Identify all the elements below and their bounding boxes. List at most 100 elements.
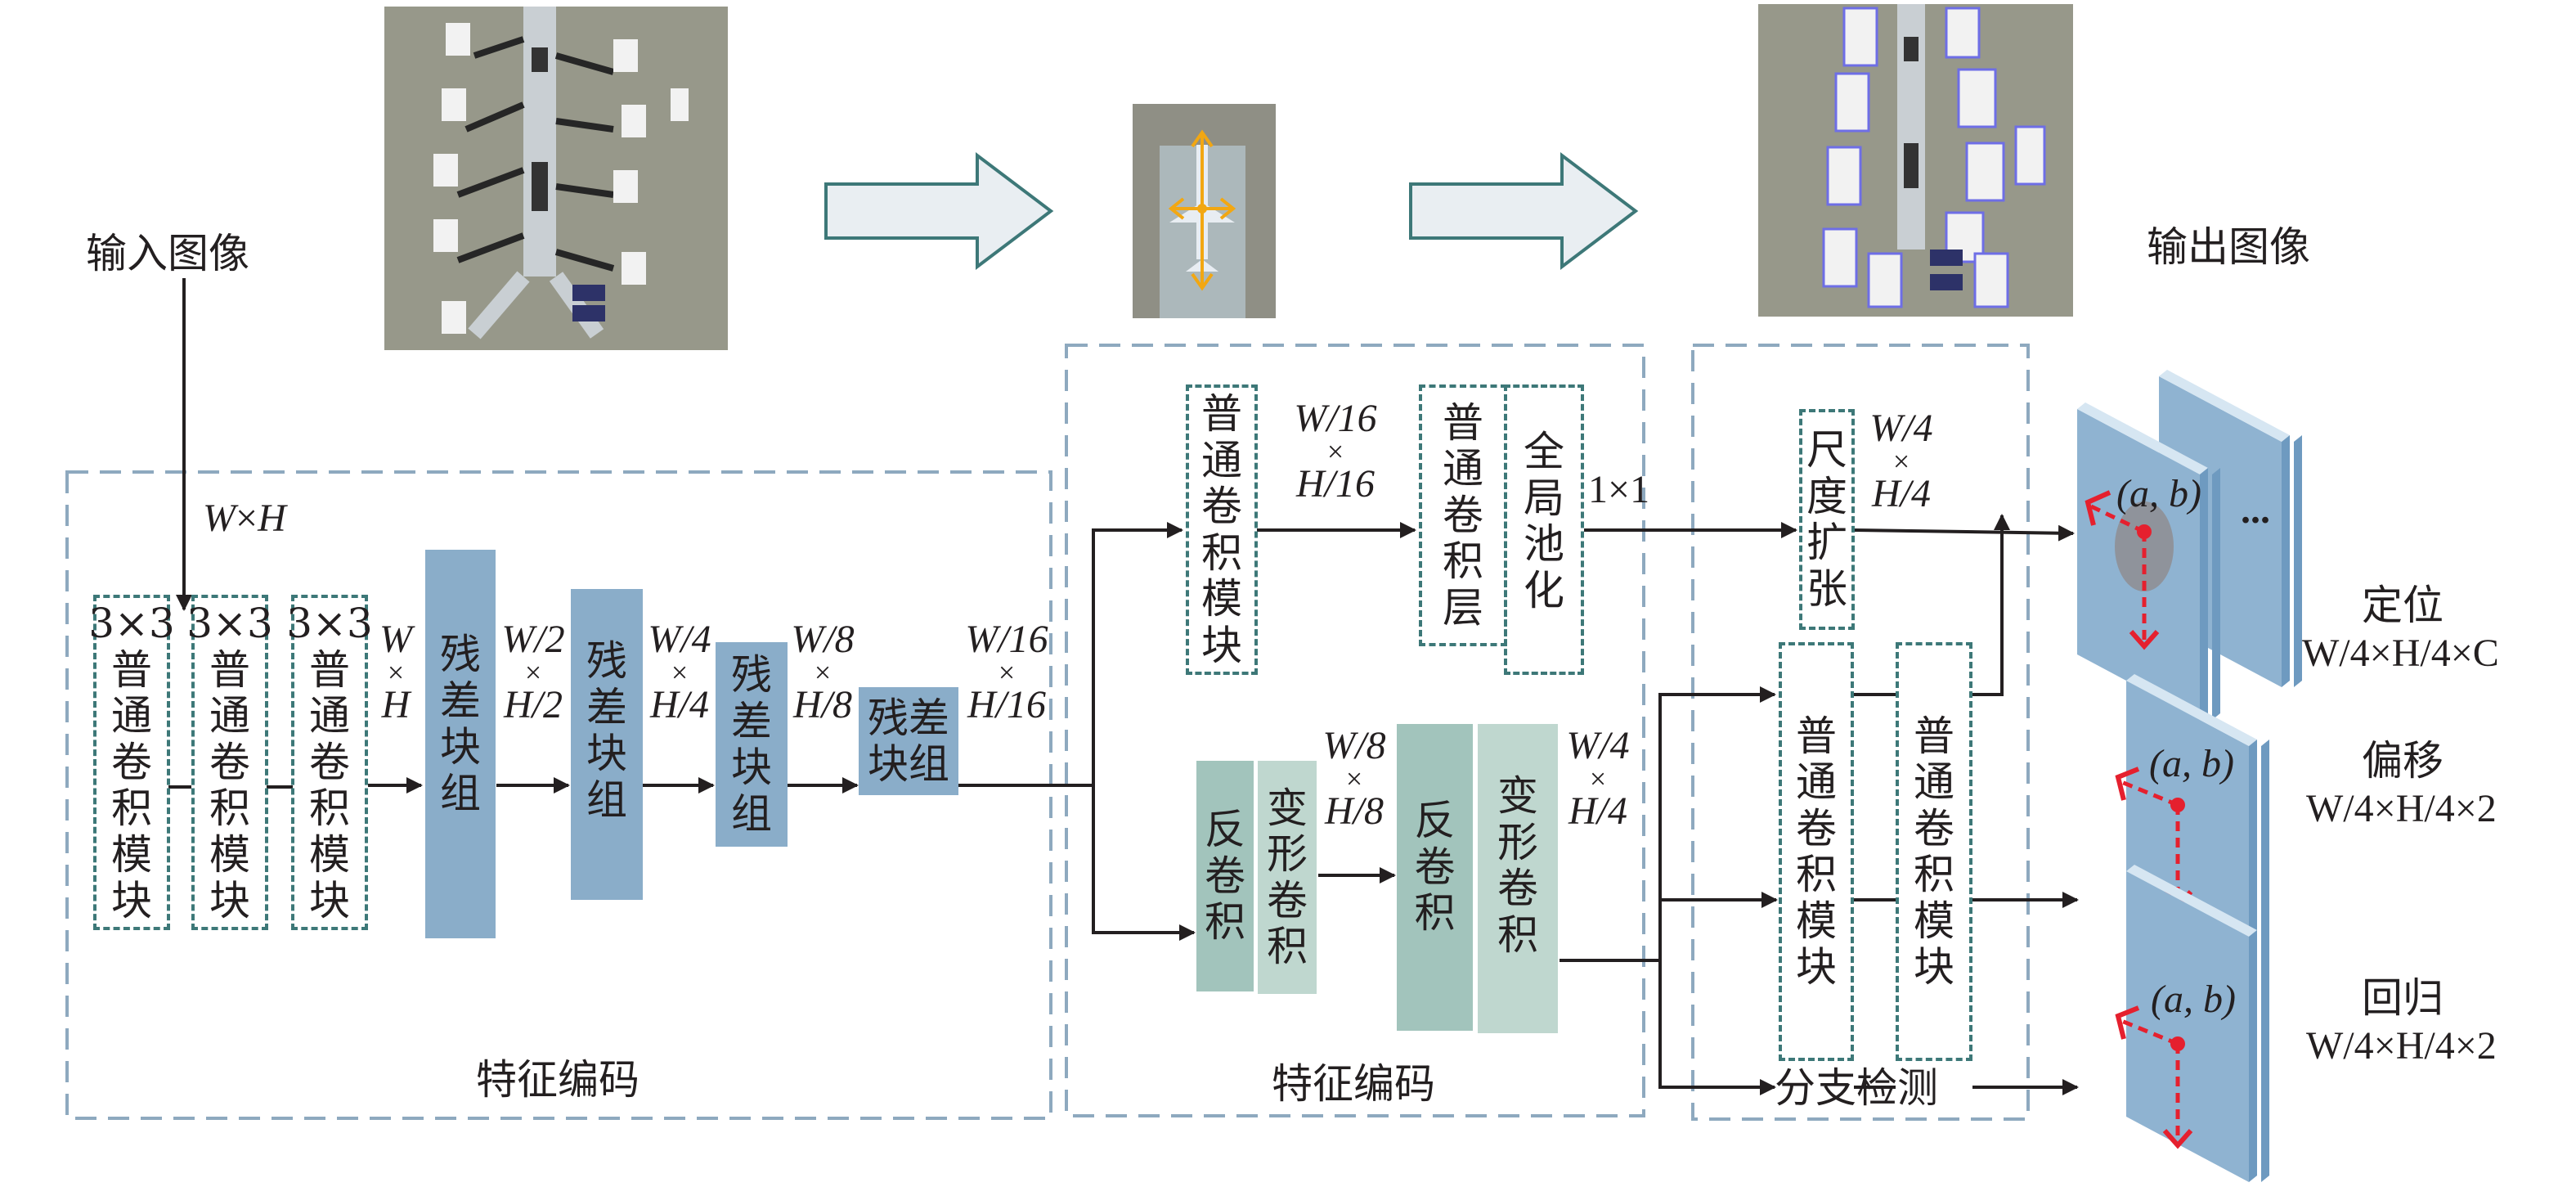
input-image-label: 输入图像	[86, 230, 249, 277]
residual-group-1[interactable]: 残 差 块 组	[425, 550, 496, 938]
keypoint-x-axis	[2119, 1018, 2179, 1046]
residual-group-4[interactable]: 残差 块组	[859, 687, 958, 795]
encoder-group-box	[65, 470, 1052, 1120]
conv3x3-block-3[interactable]: 3×3 普 通 卷 积 模 块	[286, 595, 373, 930]
dim-w: W	[379, 618, 412, 661]
localization-head-size: W/4×H/4×C	[2302, 632, 2499, 675]
block-char: 模	[1914, 897, 1954, 945]
block-char: 变	[1497, 772, 1538, 820]
dim-times: ×	[1892, 445, 1910, 478]
residual-group-3[interactable]: 残 差 块 组	[716, 642, 788, 847]
stage-dim-3: W/8×H/8	[785, 620, 860, 725]
deconv-2[interactable]: 反 卷 积	[1397, 724, 1473, 1031]
stage-dim-0: W×H	[373, 620, 419, 725]
dim-times: ×	[998, 656, 1016, 689]
decoder-group-title: 特征编码	[1272, 1060, 1435, 1108]
block-char: 块	[1796, 943, 1837, 991]
stage-dim-4: W/16×H/16	[958, 620, 1055, 725]
block-char: 普	[1201, 390, 1242, 438]
block-char: 形	[1497, 818, 1538, 866]
block-char: 残	[586, 637, 627, 685]
offset-head-size: W/4×H/4×2	[2306, 787, 2497, 830]
global-pooling[interactable]: 全 局 池 化	[1504, 384, 1584, 675]
block-char: 普	[111, 645, 152, 694]
block-char: 积	[1497, 910, 1538, 959]
dim-w: W/2	[501, 618, 565, 661]
scale-expansion[interactable]: 尺 度 扩 张	[1799, 409, 1855, 630]
block-char: 块	[309, 877, 350, 925]
regression-point-label: (a, b)	[2151, 978, 2236, 1021]
block-char: 卷	[1205, 852, 1245, 900]
block-char: 积	[1914, 851, 1954, 898]
block-char: 通	[309, 692, 350, 740]
block-char: 积	[1414, 889, 1456, 937]
block-char: 通	[209, 692, 250, 740]
keypoint-y-arrowhead	[2129, 630, 2160, 650]
localization-merge-arrow	[1972, 514, 2010, 696]
top-conv-module[interactable]: 普 通 卷 积 模 块	[1186, 384, 1258, 675]
conv3x3-block-1[interactable]: 3×3 普 通 卷 积 模 块	[88, 595, 175, 930]
block-char: 普	[309, 645, 350, 694]
dim-times: ×	[387, 656, 405, 689]
dim-w: W/4	[648, 618, 711, 661]
block-char: 块	[209, 877, 250, 925]
branch-detect-group-title: 分支检测	[1775, 1064, 1938, 1112]
block-char: 模	[1201, 575, 1242, 623]
block-char: 块	[731, 744, 772, 791]
input-size-label: W×H	[203, 499, 286, 538]
stage-dim-1: W/2×H/2	[496, 620, 571, 725]
block-char: 卷	[1201, 483, 1242, 530]
block-char: 卷	[309, 738, 350, 786]
block-char: 模	[111, 830, 152, 879]
bottom-branch-dim-2: W/4×H/4	[1560, 726, 1636, 831]
block-char: 块组	[868, 740, 949, 788]
flow-block-arrow-2	[1409, 151, 1639, 271]
kernel-size: 3×3	[186, 600, 273, 648]
scale-expansion-dim: W/4×H/4	[1860, 409, 1942, 514]
block-char: 尺	[1806, 426, 1847, 474]
block-char: 残差	[868, 694, 949, 742]
decoder-group-box	[1065, 344, 1645, 1117]
conv-layer[interactable]: 普 通 卷 积 层	[1419, 384, 1507, 646]
dim-h: H/16	[1296, 462, 1375, 506]
block-char: 通	[1914, 758, 1954, 806]
block-char: 模	[309, 830, 350, 879]
block-char: 普	[1443, 398, 1483, 447]
input-image	[384, 7, 728, 350]
conv3x3-block-2[interactable]: 3×3 普 通 卷 积 模 块	[186, 595, 273, 930]
block-char: 普	[1796, 712, 1837, 760]
regression-feature-map	[2115, 865, 2269, 1182]
deformable-conv-2[interactable]: 变 形 卷 积	[1478, 724, 1558, 1033]
keypoint-x-arrowhead	[2085, 490, 2112, 526]
deformable-conv-1[interactable]: 变 形 卷 积	[1258, 761, 1317, 994]
block-char: 通	[1201, 436, 1242, 484]
residual-group-2[interactable]: 残 差 块 组	[571, 589, 643, 900]
dim-times: ×	[524, 656, 542, 689]
keypoint-x-axis	[2119, 779, 2179, 807]
block-char: 差	[586, 683, 627, 731]
block-char: 块	[1201, 621, 1242, 669]
single-object-image	[1133, 104, 1276, 318]
block-char: 模	[1796, 897, 1837, 945]
keypoint-x-axis	[2088, 503, 2146, 534]
offset-point-label: (a, b)	[2149, 742, 2234, 785]
dim-w: W/8	[1322, 724, 1386, 767]
block-char: 通	[1443, 445, 1483, 493]
block-char: 积	[1267, 923, 1308, 970]
keypoint-y-arrowhead	[2162, 1129, 2193, 1149]
encoder-group-title: 特征编码	[476, 1056, 640, 1104]
head-conv-module-1[interactable]: 普 通 卷 积 模 块	[1779, 642, 1854, 1061]
block-char: 块	[111, 877, 152, 925]
block-char: 块	[586, 730, 627, 777]
head-conv-module-2[interactable]: 普 通 卷 积 模 块	[1896, 642, 1972, 1061]
input-size-h: H	[258, 497, 286, 540]
input-size-w: W	[203, 497, 236, 540]
localization-head-name: 定位	[2362, 582, 2444, 629]
dim-times: ×	[1326, 435, 1344, 468]
deconv-1[interactable]: 反 卷 积	[1196, 761, 1254, 991]
block-char: 反	[1205, 806, 1245, 854]
output-image	[1758, 4, 2073, 317]
airplane-keypoint-icon	[1133, 104, 1276, 318]
branch-detect-group-box	[1691, 344, 2030, 1121]
